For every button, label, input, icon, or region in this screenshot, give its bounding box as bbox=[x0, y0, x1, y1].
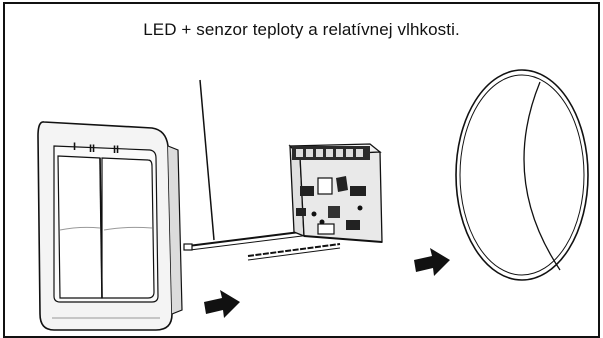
pcb-chip-4 bbox=[328, 206, 340, 218]
rocker-shade-right bbox=[103, 226, 153, 231]
cable-lower bbox=[247, 243, 341, 257]
pcb-connector bbox=[317, 223, 335, 235]
arrow-switch-to-module bbox=[204, 290, 240, 318]
pcb-pad-3 bbox=[357, 205, 363, 211]
wall-box-outer-ring bbox=[455, 69, 589, 281]
wall-box-inner-ring bbox=[459, 74, 585, 276]
pcb-chip-5 bbox=[346, 220, 360, 230]
pcb-chip-1 bbox=[300, 186, 314, 196]
wall-switch bbox=[37, 121, 183, 331]
terminal-block bbox=[292, 146, 370, 160]
cable-lower-2 bbox=[247, 247, 341, 261]
diagram-border bbox=[3, 2, 600, 338]
rocker-shade-left bbox=[59, 226, 101, 231]
leader-line bbox=[199, 79, 215, 241]
rocker-right bbox=[101, 157, 155, 299]
switch-mark-2: II bbox=[89, 143, 95, 155]
switch-mark-1: I bbox=[73, 141, 76, 153]
wall-box-inner-wall bbox=[523, 81, 561, 271]
module-board bbox=[299, 151, 383, 243]
pcb-relay bbox=[317, 177, 333, 195]
pcb-pad-2 bbox=[319, 219, 325, 225]
pcb-chip-2 bbox=[350, 186, 366, 196]
diagram-caption: LED + senzor teploty a relatívnej vlhkos… bbox=[143, 20, 460, 39]
module-bottom-edge bbox=[303, 235, 383, 243]
wall-box bbox=[455, 69, 589, 281]
sensor-module bbox=[288, 143, 383, 243]
pcb-capacitor bbox=[336, 176, 348, 192]
switch-frame-side bbox=[167, 145, 183, 315]
led-probe-tip bbox=[183, 243, 193, 251]
pcb-pad-1 bbox=[311, 211, 317, 217]
switch-mark-3: II bbox=[113, 144, 119, 156]
arrow-module-to-box bbox=[414, 248, 450, 276]
pcb-chip-3 bbox=[296, 208, 306, 216]
rocker-divider bbox=[99, 157, 103, 299]
